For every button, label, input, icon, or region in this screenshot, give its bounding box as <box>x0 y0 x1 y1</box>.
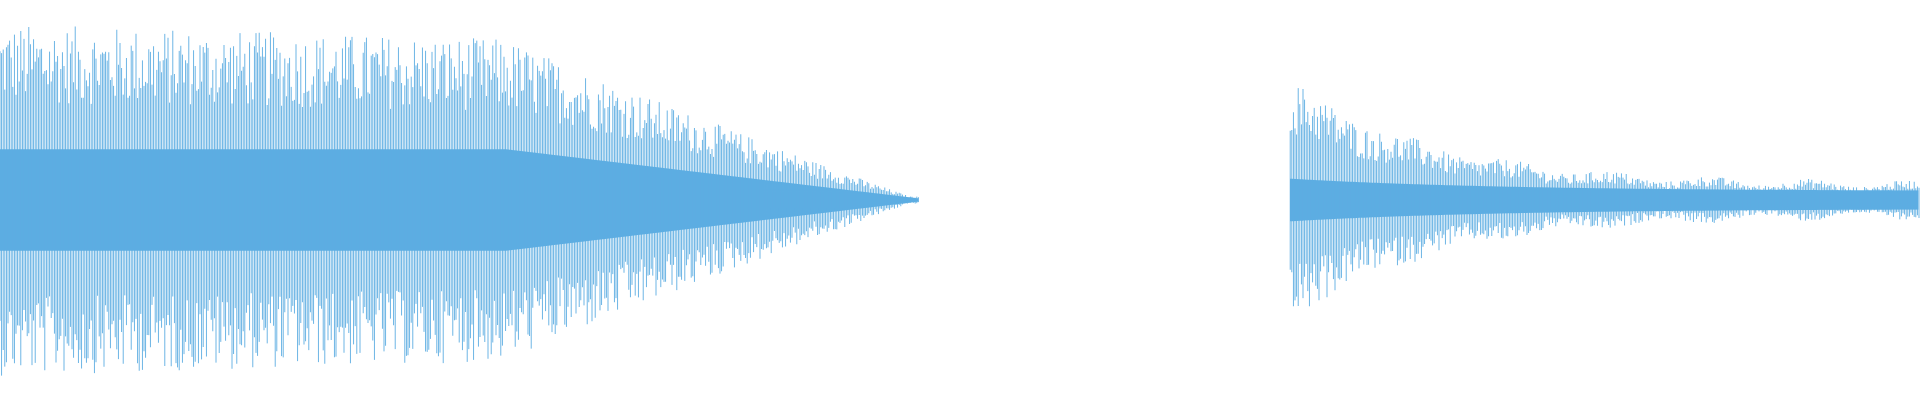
waveform-group <box>0 26 1920 376</box>
waveform-samples <box>0 26 919 376</box>
waveform-samples <box>1289 88 1920 307</box>
pluck-decay-region <box>1289 88 1920 307</box>
sustained-decay-region <box>0 26 919 376</box>
